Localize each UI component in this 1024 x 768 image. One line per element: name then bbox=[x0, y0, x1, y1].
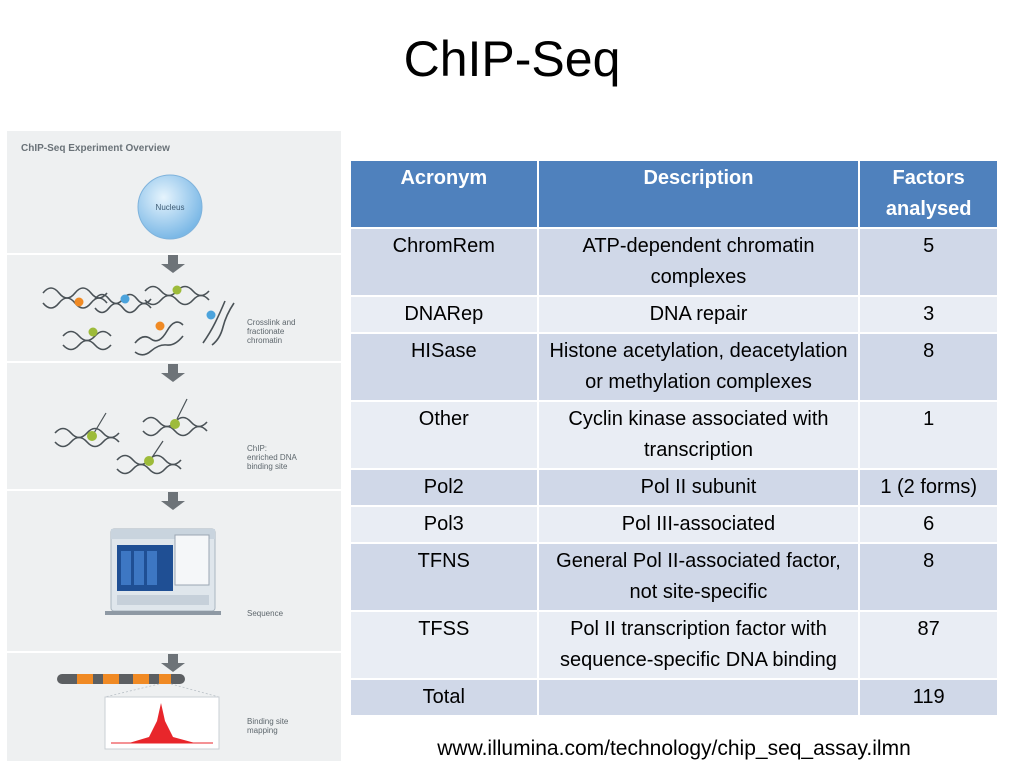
nucleus-icon: Nucleus bbox=[137, 174, 203, 240]
figure-illustration: Nucleus bbox=[42, 174, 235, 750]
cell-factors: 8 bbox=[858, 542, 999, 612]
step-label-sequence: Sequence bbox=[247, 609, 284, 618]
slide-title: ChIP-Seq bbox=[403, 31, 621, 87]
table-row: Pol3 Pol III-associated 6 bbox=[349, 505, 999, 544]
cell-description: Pol II transcription factor with sequenc… bbox=[536, 610, 861, 680]
cell-description: ATP-dependent chromatin complexes bbox=[536, 227, 861, 297]
table-row: ChromRem ATP-dependent chromatin complex… bbox=[349, 227, 999, 297]
cell-description: Cyclin kinase associated with transcript… bbox=[536, 400, 861, 470]
source-link[interactable]: www.illumina.com/technology/chip_seq_ass… bbox=[437, 737, 911, 760]
cell-factors: 87 bbox=[858, 610, 999, 680]
cell-acronym: DNARep bbox=[349, 295, 539, 334]
table-row: Other Cyclin kinase associated with tran… bbox=[349, 400, 999, 470]
cell-description: DNA repair bbox=[536, 295, 861, 334]
cell-acronym: Total bbox=[349, 678, 539, 717]
table-row: TFNS General Pol II-associated factor, n… bbox=[349, 542, 999, 612]
cell-factors: 1 (2 forms) bbox=[858, 468, 999, 507]
table-row: Pol2 Pol II subunit 1 (2 forms) bbox=[349, 468, 999, 507]
chromosome-icon bbox=[57, 674, 185, 684]
chip-seq-overview-figure: ChIP-Seq Experiment Overview Nucleus bbox=[7, 131, 341, 761]
cell-acronym: TFSS bbox=[349, 610, 539, 680]
arrow-down-icon bbox=[161, 255, 185, 273]
factors-table: Acronym Description Factors analysed Chr… bbox=[349, 159, 999, 717]
antibody-markers-icon bbox=[87, 419, 180, 466]
cell-acronym: HISase bbox=[349, 332, 539, 402]
arrow-down-icon bbox=[161, 364, 185, 382]
cell-description: Pol II subunit bbox=[536, 468, 861, 507]
table-header-row: Acronym Description Factors analysed bbox=[349, 159, 999, 229]
cell-acronym: TFNS bbox=[349, 542, 539, 612]
table-row: TFSS Pol II transcription factor with se… bbox=[349, 610, 999, 680]
sequencer-instrument-icon bbox=[105, 528, 221, 615]
cell-factors: 6 bbox=[858, 505, 999, 544]
cell-acronym: ChromRem bbox=[349, 227, 539, 297]
cell-description: General Pol II-associated factor, not si… bbox=[536, 542, 861, 612]
figure-divider bbox=[7, 361, 341, 363]
arrow-down-icon bbox=[161, 654, 185, 672]
header-description: Description bbox=[536, 159, 861, 229]
binding-peak-icon bbox=[104, 696, 220, 750]
arrow-down-icon bbox=[161, 492, 185, 510]
step-label-chip: ChIP: enriched DNA binding site bbox=[247, 444, 297, 471]
enriched-dna-icon bbox=[54, 398, 208, 475]
step-label-crosslink: Crosslink and fractionate chromatin bbox=[247, 318, 296, 345]
cell-factors: 119 bbox=[858, 678, 999, 717]
cell-acronym: Other bbox=[349, 400, 539, 470]
nucleus-label: Nucleus bbox=[156, 203, 185, 212]
figure-divider bbox=[7, 651, 341, 653]
cell-factors: 3 bbox=[858, 295, 999, 334]
cell-description: Histone acetylation, deacetylation or me… bbox=[536, 332, 861, 402]
cell-factors: 8 bbox=[858, 332, 999, 402]
cell-acronym: Pol3 bbox=[349, 505, 539, 544]
cell-description bbox=[536, 678, 861, 717]
cell-factors: 5 bbox=[858, 227, 999, 297]
cell-acronym: Pol2 bbox=[349, 468, 539, 507]
figure-heading: ChIP-Seq Experiment Overview bbox=[21, 143, 170, 154]
figure-divider bbox=[7, 489, 341, 491]
figure-divider bbox=[7, 253, 341, 255]
cell-factors: 1 bbox=[858, 400, 999, 470]
step-label-mapping: Binding site mapping bbox=[247, 717, 289, 735]
dna-fragments-icon bbox=[42, 285, 235, 356]
protein-markers-icon bbox=[74, 285, 216, 337]
table-row-total: Total 119 bbox=[349, 678, 999, 717]
table-row: HISase Histone acetylation, deacetylatio… bbox=[349, 332, 999, 402]
header-acronym: Acronym bbox=[349, 159, 539, 229]
header-factors: Factors analysed bbox=[858, 159, 999, 229]
table-row: DNARep DNA repair 3 bbox=[349, 295, 999, 334]
cell-description: Pol III-associated bbox=[536, 505, 861, 544]
